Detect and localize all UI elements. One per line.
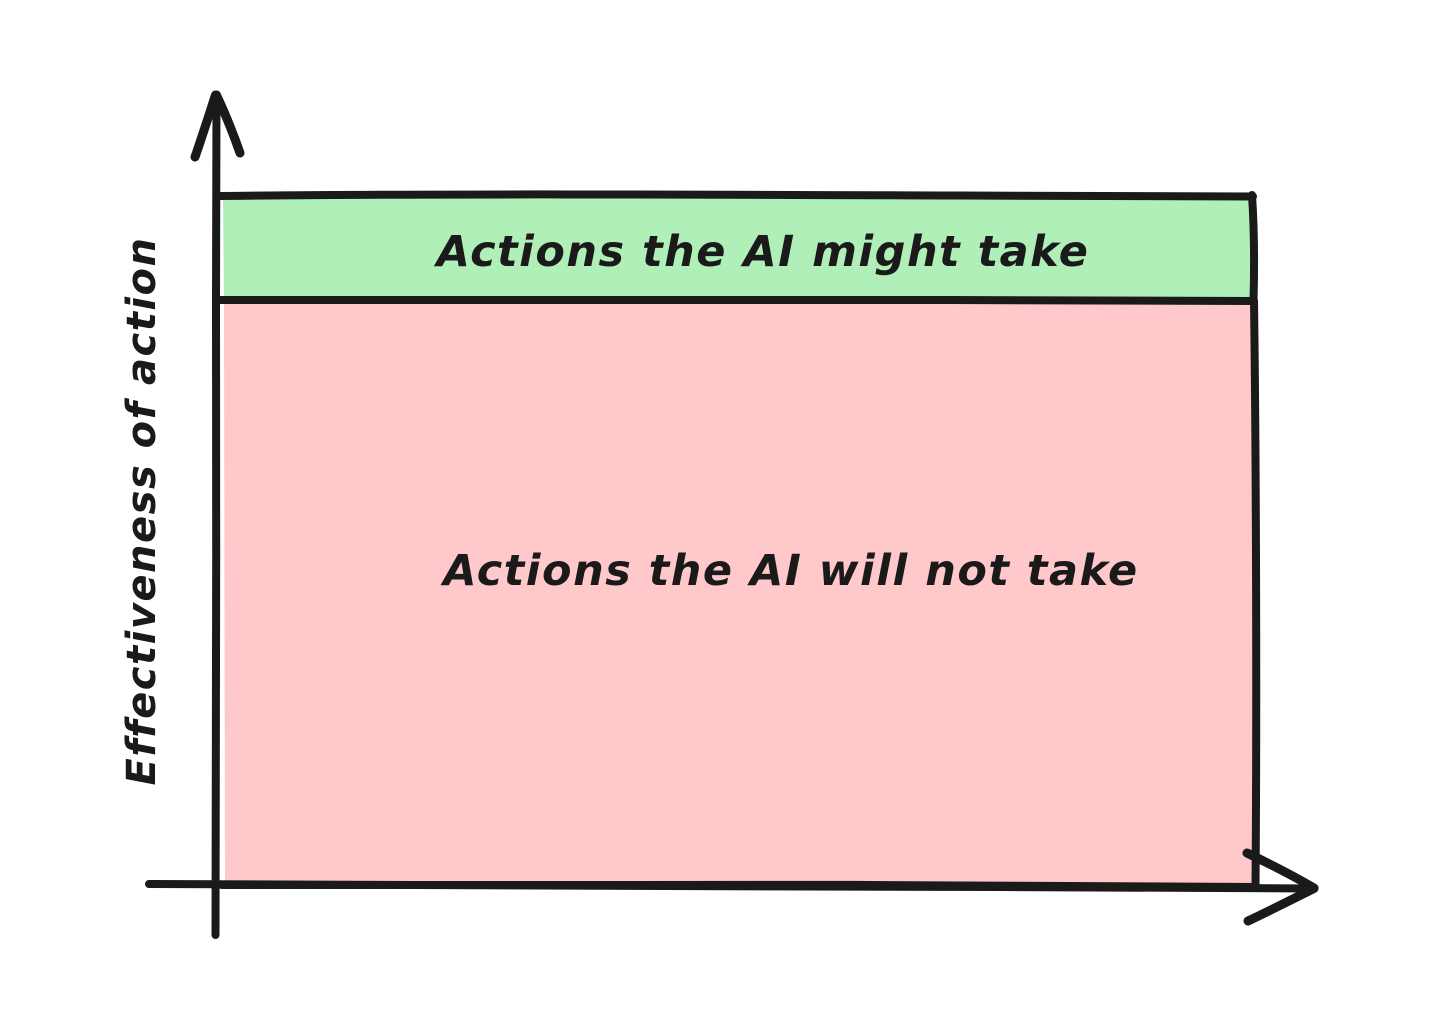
band-top-edge: [215, 190, 1257, 201]
band-fill-might-take: [223, 197, 1252, 300]
y-axis-label: Effectiveness of action: [119, 237, 165, 786]
x-axis-group: [145, 848, 1319, 926]
y-axis-arrowhead-left: [190, 90, 220, 162]
band-right-edge-pink: [1250, 297, 1261, 890]
band-divider-edge: [216, 294, 1258, 305]
band-label-might-take: Actions the AI might take: [434, 227, 1090, 277]
band-label-will-not-take: Actions the AI will not take: [440, 546, 1138, 596]
y-axis-group: [190, 90, 245, 939]
x-axis-line: [145, 880, 1317, 893]
band-fill-will-not-take: [224, 302, 1254, 884]
x-axis-arrowhead-top: [1242, 848, 1319, 893]
x-axis-arrowhead-bottom: [1243, 884, 1319, 926]
y-axis-arrowhead-right: [212, 90, 245, 158]
y-axis-line: [211, 93, 221, 939]
band-fills: [223, 197, 1254, 884]
band-right-edge-green: [1248, 191, 1258, 305]
